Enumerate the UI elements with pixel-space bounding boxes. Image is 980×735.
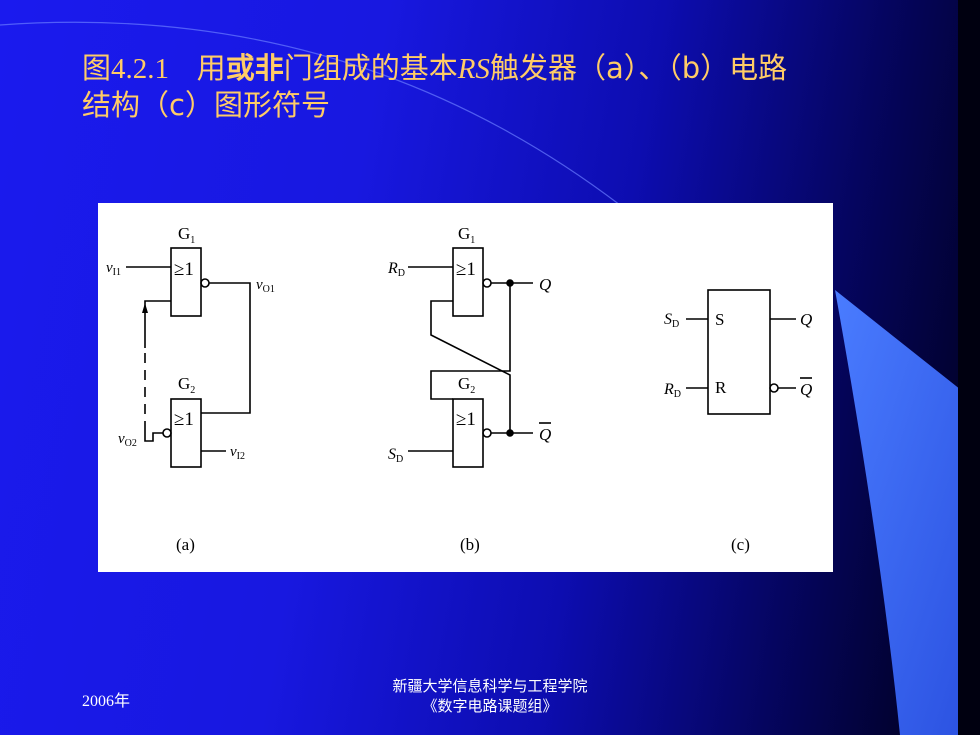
a-caption: (a) (176, 535, 195, 554)
c-qbar-label: Q (800, 380, 812, 399)
diagram-a: G1 ≥1 vI1 vO1 G2 ≥1 vO2 vI2 (106, 224, 275, 554)
c-r-pin: R (715, 378, 727, 397)
a-input1-label: vI1 (106, 260, 121, 278)
c-qbar-bubble (769, 383, 779, 393)
c-rd-label: RD (663, 381, 681, 400)
c-symbol-box (707, 289, 771, 415)
c-s-pin: S (715, 310, 724, 329)
a-output1-wire (201, 282, 251, 414)
a-gate1-bubble (200, 278, 210, 288)
b-gate2-symbol: ≥1 (456, 409, 476, 430)
b-q-label: Q (539, 275, 551, 294)
c-caption: (c) (731, 535, 750, 554)
a-output2-wire (144, 428, 163, 442)
a-arrow (142, 303, 148, 313)
footer-year: 2006年 (82, 693, 131, 710)
diagram-b: G1 ≥1 RD Q G2 ≥1 Q SD (b) (387, 224, 551, 554)
c-sd-label: SD (664, 311, 679, 330)
b-rd-label: RD (387, 260, 405, 279)
diagram-panel: G1 ≥1 vI1 vO1 G2 ≥1 vO2 vI2 (98, 203, 833, 572)
slide-title: 图4.2.1 用或非门组成的基本RS触发器（a）、（b）电路 结构（c）图形符号 (82, 51, 788, 122)
b-qbar-node (506, 429, 514, 437)
b-caption: (b) (460, 535, 480, 554)
right-dark-strip (958, 0, 980, 735)
a-gate2-symbol: ≥1 (174, 409, 194, 430)
b-gate1-label: G1 (458, 224, 475, 246)
b-gate1-symbol: ≥1 (456, 259, 476, 280)
a-feedback-wire-top (144, 300, 171, 348)
a-gate2-label: G2 (178, 374, 195, 396)
footer-org-line2: 《数字电路课题组》 (422, 699, 558, 715)
title-rs: RS (457, 53, 490, 85)
a-output1-label: vO1 (256, 277, 275, 295)
footer-org-line1: 新疆大学信息科学与工程学院 (392, 679, 588, 695)
b-cross-wire-1 (430, 283, 511, 400)
a-gate1-label: G1 (178, 224, 195, 246)
b-gate1-bubble (482, 278, 492, 288)
a-input2-label: vI2 (230, 444, 245, 462)
b-sd-label: SD (388, 446, 403, 465)
b-cross-wire-2 (430, 300, 511, 433)
footer-org: 新疆大学信息科学与工程学院 《数字电路课题组》 (340, 677, 640, 717)
b-gate2-label: G2 (458, 374, 475, 396)
a-gate1-symbol: ≥1 (174, 259, 194, 280)
diagram-c: S R SD RD Q Q (c) (663, 289, 812, 554)
a-gate2-bubble (162, 428, 172, 438)
c-q-label: Q (800, 310, 812, 329)
a-output2-label: vO2 (118, 431, 137, 449)
title-emphasis: 或非 (225, 51, 284, 85)
b-gate2-bubble (482, 428, 492, 438)
decor-curve (0, 21, 621, 206)
b-qbar-label: Q (539, 425, 551, 444)
accent-wedge (835, 290, 980, 735)
circuit-diagram: G1 ≥1 vI1 vO1 G2 ≥1 vO2 vI2 (106, 224, 812, 554)
title-line2: 结构（c）图形符号 (82, 88, 330, 122)
